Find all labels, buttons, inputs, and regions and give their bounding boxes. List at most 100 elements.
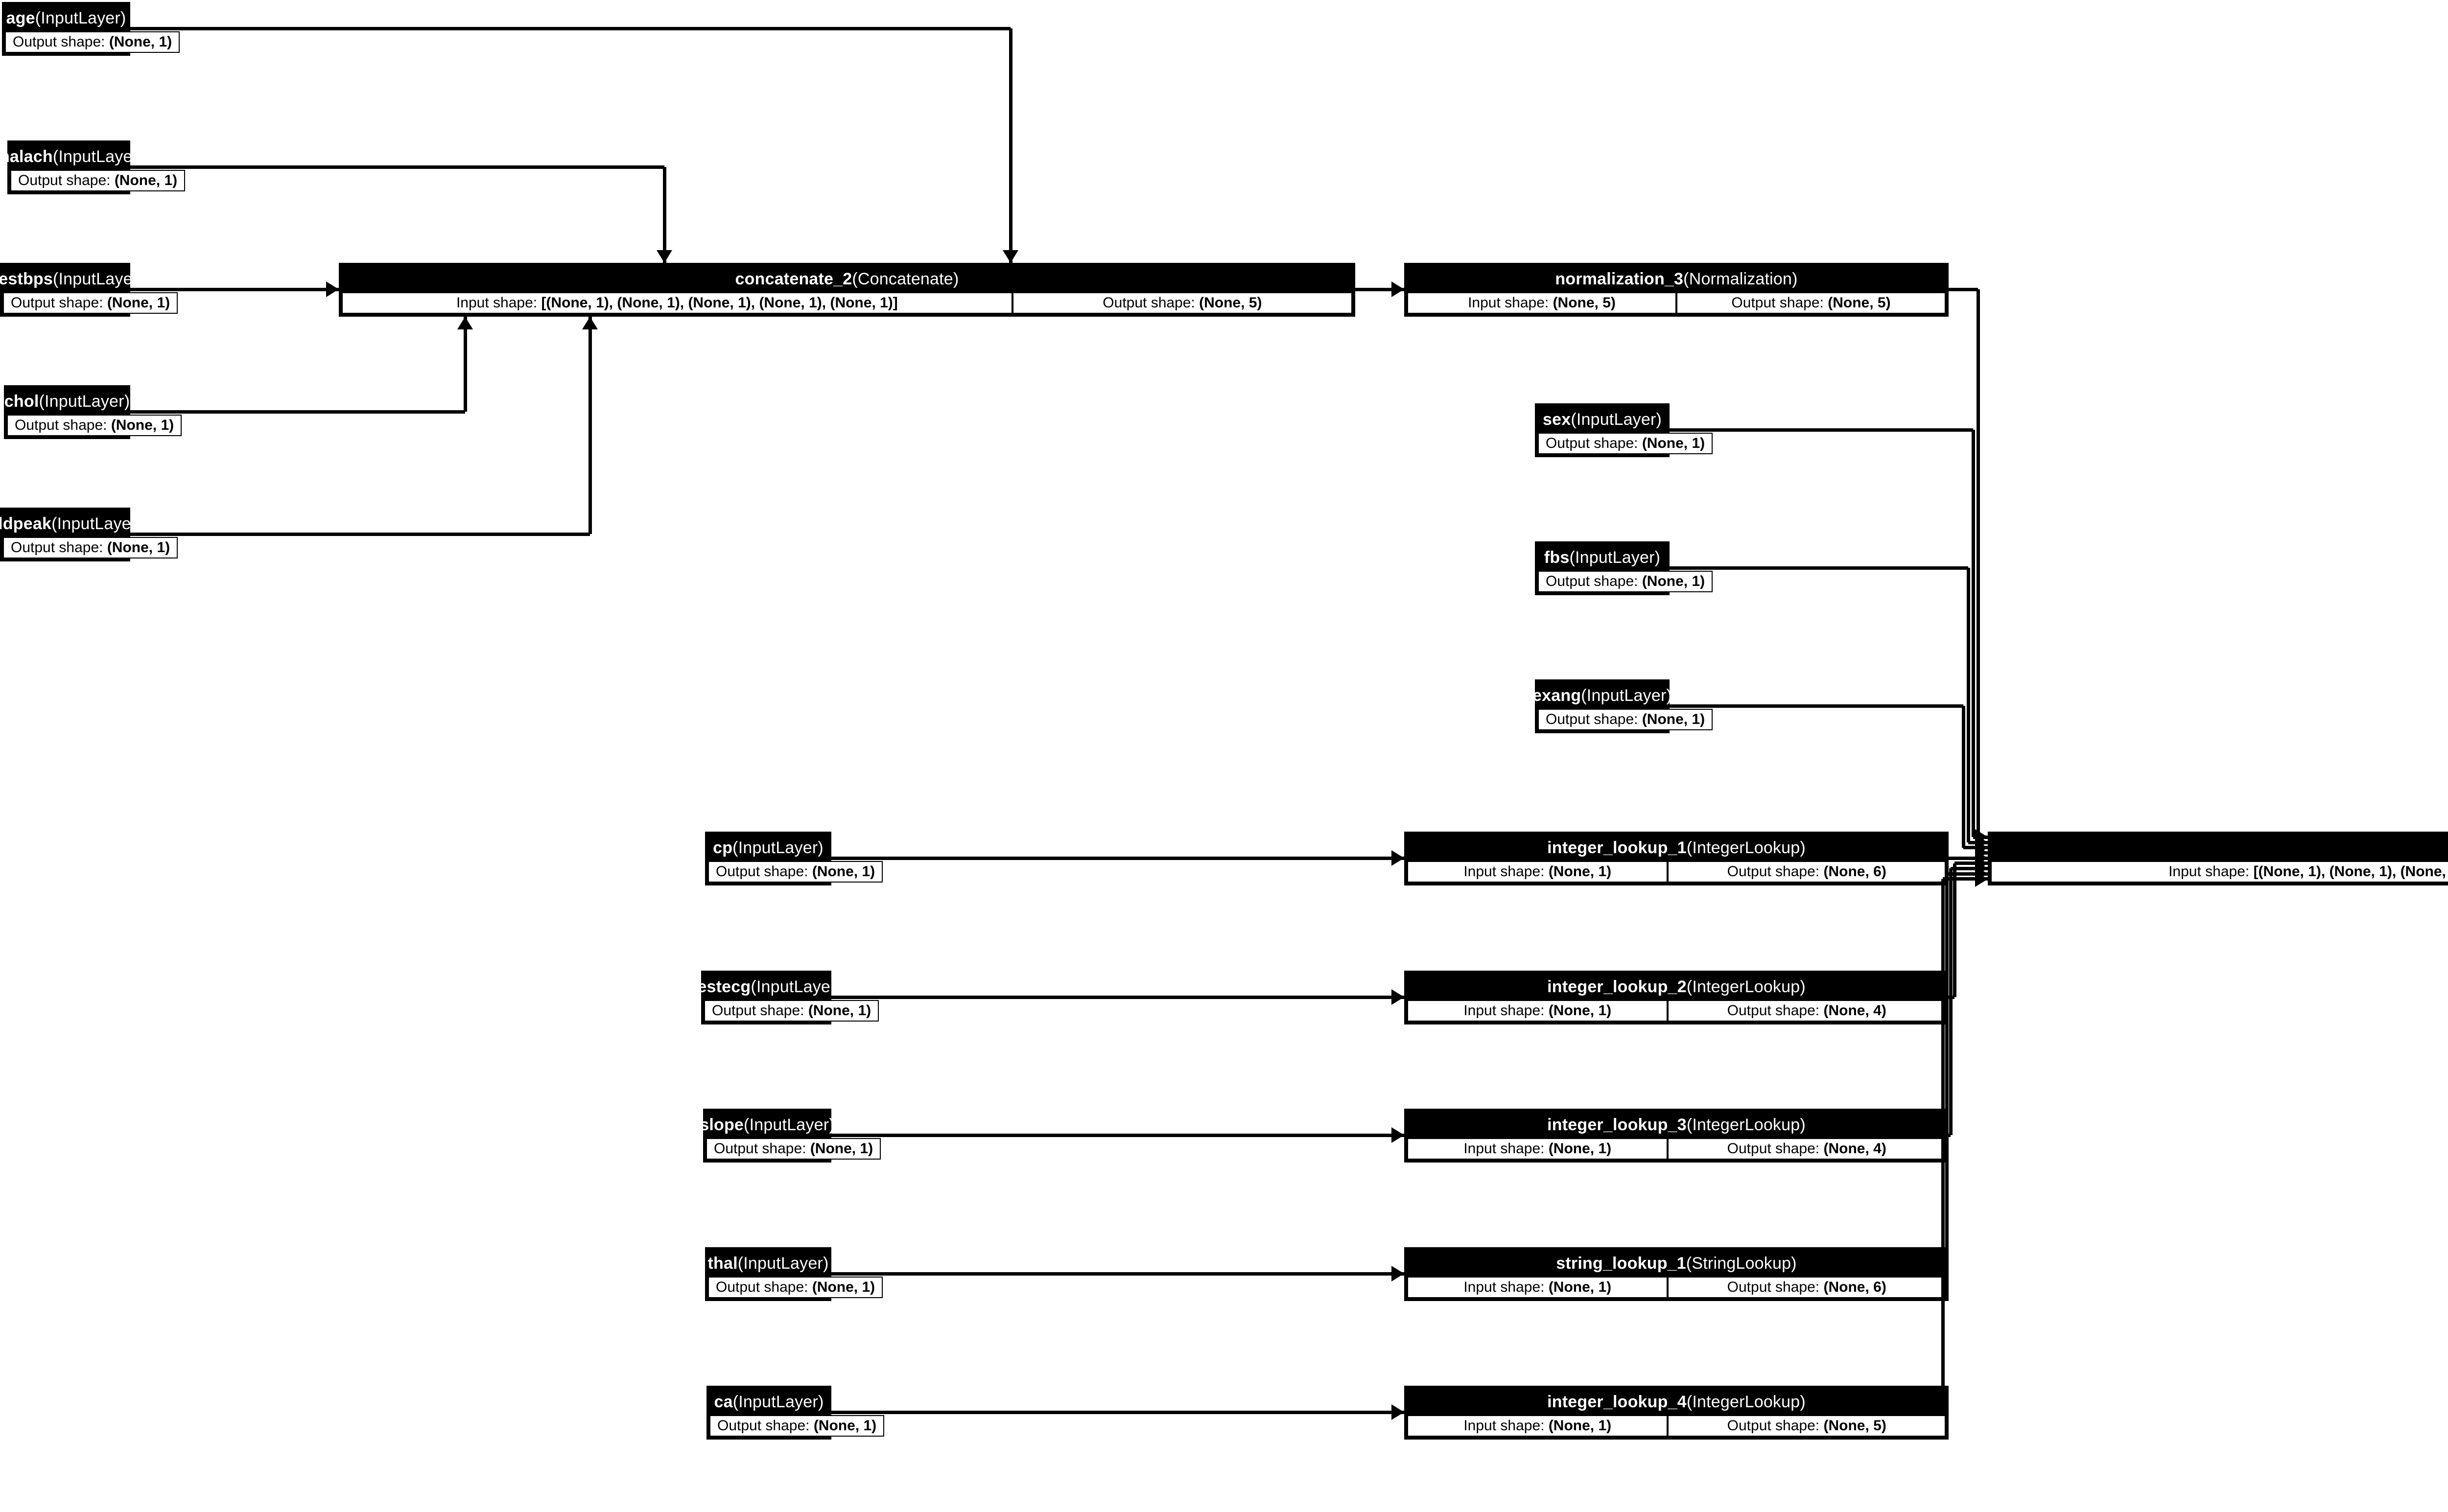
shape-cell: Input shape: [(None, 1), (None, 1), (Non… [1991, 861, 2448, 883]
shape-cell: Output shape: (None, 5) [1668, 1415, 1946, 1437]
layer-class: (InputLayer) [52, 147, 144, 166]
layer-title-string_lookup_1: string_lookup_1 (StringLookup) [1407, 1250, 1946, 1277]
layer-title-exang: exang (InputLayer) [1532, 682, 1672, 709]
layer-node-integer_lookup_4[interactable]: integer_lookup_4 (IntegerLookup)Input sh… [1404, 1386, 1949, 1440]
shape-cell: Input shape: (None, 1) [1407, 1277, 1668, 1298]
arrowhead-age-to-concatenate_2 [1003, 250, 1018, 263]
edge-string_lookup_1-to-concatenate_3 [1945, 874, 1949, 1274]
layer-class: (Concatenate) [852, 270, 959, 288]
layer-title-fbs: fbs (InputLayer) [1538, 544, 1667, 571]
shape-cell: Input shape: (None, 1) [1407, 1000, 1668, 1022]
shape-value: (None, 1) [810, 1140, 873, 1157]
edge-integer_lookup_2-to-concatenate_3 [1953, 863, 1956, 997]
layer-name: slope [700, 1116, 744, 1134]
layer-title-chol: chol (InputLayer) [4, 388, 130, 415]
layer-node-thal[interactable]: thal (InputLayer)Output shape: (None, 1) [705, 1247, 883, 1301]
layer-node-string_lookup_1[interactable]: string_lookup_1 (StringLookup)Input shap… [1404, 1247, 1949, 1301]
edge-exang-to-concatenate_3 [1670, 704, 1963, 708]
layer-name: concatenate_2 [735, 270, 852, 288]
edge-integer_lookup_1-to-concatenate_3 [1949, 856, 1958, 860]
layer-name: integer_lookup_3 [1547, 1116, 1687, 1134]
shape-prefix: Input shape: [1468, 295, 1549, 311]
layer-node-sex[interactable]: sex (InputLayer)Output shape: (None, 1) [1535, 403, 1713, 457]
shape-cell: Output shape: (None, 6) [1668, 861, 1946, 883]
layer-node-integer_lookup_2[interactable]: integer_lookup_2 (IntegerLookup)Input sh… [1404, 971, 1949, 1024]
shape-cell: Output shape: (None, 1) [3, 292, 178, 314]
shape-row-thalach: Output shape: (None, 1) [10, 170, 186, 191]
layer-node-oldpeak[interactable]: oldpeak (InputLayer)Output shape: (None,… [0, 508, 178, 561]
layer-title-slope: slope (InputLayer) [700, 1112, 835, 1138]
arrowhead-slope-to-integer_lookup_3 [1391, 1127, 1404, 1143]
layer-node-exang[interactable]: exang (InputLayer)Output shape: (None, 1… [1532, 679, 1713, 733]
shape-cell: Output shape: (None, 4) [1668, 1000, 1946, 1022]
layer-node-restecg[interactable]: restecg (InputLayer)Output shape: (None,… [691, 971, 879, 1024]
edge-integer_lookup_1-to-concatenate_3 [1958, 856, 1988, 860]
shape-prefix: Output shape: [717, 1418, 810, 1434]
shape-value: (None, 1) [812, 863, 875, 880]
layer-class: (InputLayer) [1569, 548, 1661, 567]
shape-prefix: Input shape: [1463, 1279, 1545, 1295]
layer-name: fbs [1544, 548, 1570, 567]
shape-prefix: Output shape: [15, 417, 107, 433]
layer-title-integer_lookup_3: integer_lookup_3 (IntegerLookup) [1407, 1112, 1946, 1138]
layer-node-thalach[interactable]: thalach (InputLayer)Output shape: (None,… [0, 140, 186, 194]
shape-value: (None, 4) [1823, 1002, 1886, 1019]
layer-node-trestbps[interactable]: trestbps (InputLayer)Output shape: (None… [0, 263, 178, 317]
layer-node-ca[interactable]: ca (InputLayer)Output shape: (None, 1) [706, 1386, 885, 1440]
shape-prefix: Output shape: [1546, 711, 1638, 727]
layer-node-fbs[interactable]: fbs (InputLayer)Output shape: (None, 1) [1535, 541, 1713, 595]
shape-cell: Output shape: (None, 1) [708, 1277, 883, 1298]
layer-title-age: age (InputLayer) [5, 5, 127, 31]
shape-value: (None, 6) [1823, 1279, 1886, 1295]
shape-prefix: Output shape: [716, 863, 808, 880]
layer-title-thalach: thalach (InputLayer) [0, 143, 143, 170]
edge-thalach-to-concatenate_2 [130, 165, 664, 169]
layer-title-integer_lookup_4: integer_lookup_4 (IntegerLookup) [1407, 1389, 1946, 1415]
layer-node-normalization_3[interactable]: normalization_3 (Normalization)Input sha… [1404, 263, 1949, 317]
layer-node-cp[interactable]: cp (InputLayer)Output shape: (None, 1) [705, 832, 883, 885]
layer-node-concatenate_3[interactable]: concatenate_3 (Concatenate)Input shape: … [1988, 832, 2448, 885]
shape-value: (None, 1) [1548, 1140, 1612, 1157]
shape-value: (None, 5) [1823, 1418, 1886, 1434]
edge-integer_lookup_2-to-concatenate_3 [1954, 861, 1988, 865]
shape-prefix: Input shape: [1463, 863, 1545, 880]
edge-ca-to-integer_lookup_4 [831, 1410, 1404, 1414]
shape-row-string_lookup_1: Input shape: (None, 1)Output shape: (Non… [1407, 1277, 1946, 1298]
layer-node-slope[interactable]: slope (InputLayer)Output shape: (None, 1… [700, 1109, 881, 1163]
layer-node-age[interactable]: age (InputLayer)Output shape: (None, 1) [2, 2, 180, 56]
shape-value: (None, 1) [808, 1002, 871, 1019]
layer-class: (IntegerLookup) [1686, 1393, 1806, 1411]
layer-name: string_lookup_1 [1556, 1254, 1686, 1273]
edge-normalization_3-to-concatenate_3 [1976, 289, 1980, 853]
layer-node-integer_lookup_1[interactable]: integer_lookup_1 (IntegerLookup)Input sh… [1404, 832, 1949, 885]
arrowhead-trestbps-to-concatenate_2 [326, 281, 339, 297]
shape-value: (None, 1) [111, 417, 174, 433]
layer-class: (IntegerLookup) [1686, 977, 1806, 996]
shape-cell: Input shape: (None, 1) [1407, 1138, 1668, 1160]
shape-value: (None, 1) [1642, 573, 1705, 589]
shape-row-thal: Output shape: (None, 1) [708, 1277, 883, 1298]
shape-value: (None, 5) [1828, 295, 1891, 311]
shape-cell: Output shape: (None, 6) [1668, 1277, 1946, 1298]
shape-row-age: Output shape: (None, 1) [5, 31, 180, 53]
shape-cell: Output shape: (None, 1) [704, 1000, 879, 1022]
edge-integer_lookup_3-to-concatenate_3 [1949, 1133, 1951, 1137]
arrowhead-restecg-to-integer_lookup_2 [1391, 989, 1404, 1005]
edge-integer_lookup_4-to-concatenate_3 [1943, 877, 1988, 881]
layer-node-integer_lookup_3[interactable]: integer_lookup_3 (IntegerLookup)Input sh… [1404, 1109, 1949, 1163]
shape-cell: Output shape: (None, 1) [10, 170, 186, 191]
shape-prefix: Output shape: [1731, 295, 1824, 311]
shape-value: (None, 1) [107, 539, 170, 556]
shape-prefix: Output shape: [13, 34, 105, 50]
shape-cell: Output shape: (None, 1) [1538, 709, 1713, 730]
shape-value: (None, 1) [813, 1418, 877, 1434]
layer-node-concatenate_2[interactable]: concatenate_2 (Concatenate)Input shape: … [339, 263, 1355, 317]
shape-row-oldpeak: Output shape: (None, 1) [3, 537, 178, 558]
shape-row-integer_lookup_4: Input shape: (None, 1)Output shape: (Non… [1407, 1415, 1946, 1437]
layer-title-integer_lookup_2: integer_lookup_2 (IntegerLookup) [1407, 974, 1946, 1000]
shape-value: (None, 1) [1548, 863, 1612, 880]
shape-cell: Output shape: (None, 1) [5, 31, 180, 53]
layer-name: sex [1542, 410, 1571, 429]
layer-node-chol[interactable]: chol (InputLayer) Output shape: (None, 1) [4, 385, 182, 439]
